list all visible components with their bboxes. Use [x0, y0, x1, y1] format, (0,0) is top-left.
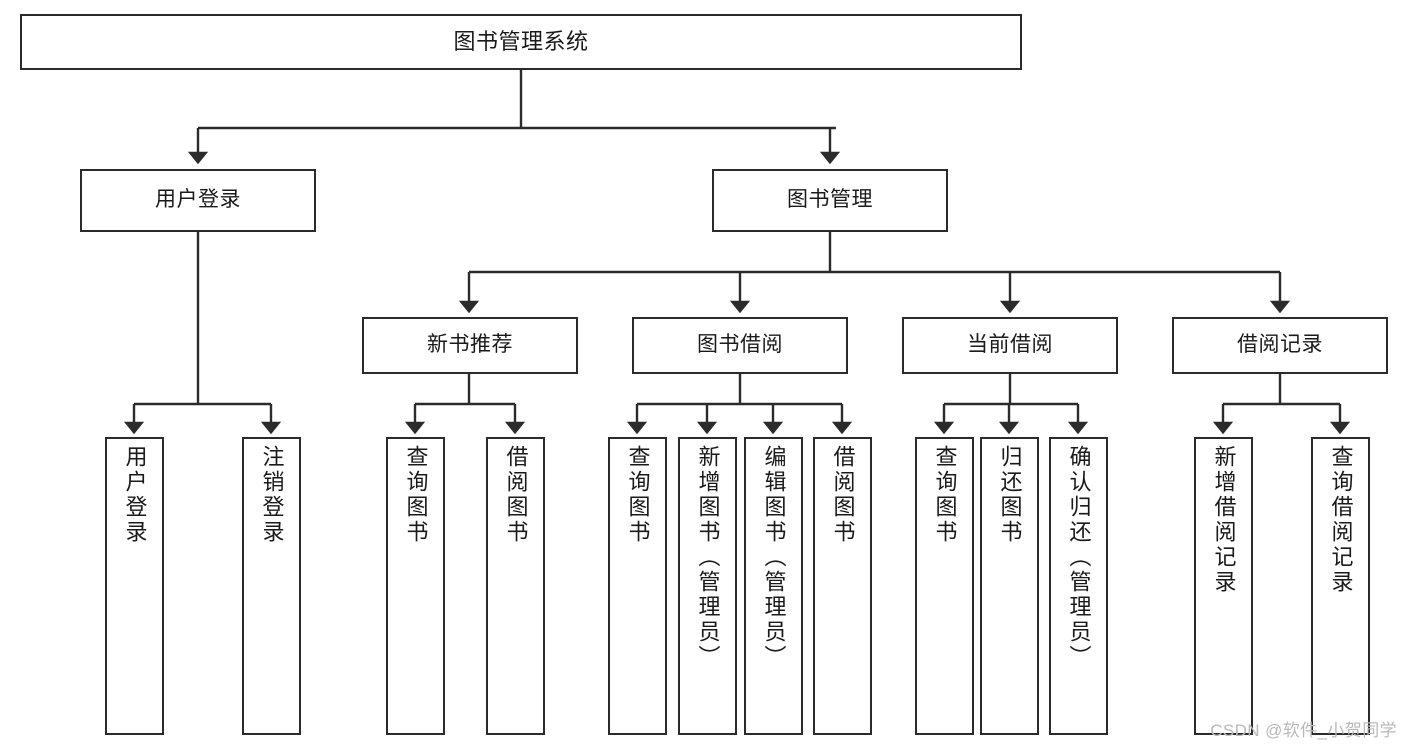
node-label: 借阅图书 — [830, 445, 856, 545]
leaf-user-login[interactable]: 用户登录 — [105, 437, 164, 735]
node-label: 图书管理系统 — [453, 29, 589, 55]
node-user-login[interactable]: 用户登录 — [80, 169, 316, 232]
node-label: 图书借阅 — [697, 333, 783, 357]
leaf-edit-book-admin[interactable]: 编辑图书（管理员） — [744, 437, 803, 735]
node-label: 确认归还（管理员） — [1066, 445, 1092, 670]
leaf-add-borrow-record[interactable]: 新增借阅记录 — [1194, 437, 1253, 735]
node-book-management[interactable]: 图书管理 — [712, 169, 948, 232]
leaf-borrow-book[interactable]: 借阅图书 — [813, 437, 872, 735]
node-label: 借阅图书 — [503, 445, 529, 545]
node-new-book-recommendation[interactable]: 新书推荐 — [362, 317, 578, 374]
node-label: 借阅记录 — [1237, 333, 1323, 357]
node-current-borrow[interactable]: 当前借阅 — [902, 317, 1118, 374]
leaf-query-borrow-record[interactable]: 查询借阅记录 — [1311, 437, 1370, 735]
node-borrow-record[interactable]: 借阅记录 — [1172, 317, 1388, 374]
node-label: 查询借阅记录 — [1328, 445, 1354, 595]
node-label: 图书管理 — [787, 188, 873, 212]
leaf-borrow-query-book[interactable]: 查询图书 — [608, 437, 667, 735]
node-label: 用户登录 — [122, 445, 148, 545]
node-label: 当前借阅 — [967, 333, 1053, 357]
leaf-confirm-return-admin[interactable]: 确认归还（管理员） — [1049, 437, 1108, 735]
leaf-recommend-query-book[interactable]: 查询图书 — [386, 437, 445, 735]
node-root-book-management-system[interactable]: 图书管理系统 — [20, 14, 1022, 70]
node-label: 新书推荐 — [427, 333, 513, 357]
node-label: 注销登录 — [259, 445, 285, 545]
node-label: 查询图书 — [403, 445, 429, 545]
node-book-borrow[interactable]: 图书借阅 — [632, 317, 848, 374]
node-label: 新增借阅记录 — [1211, 445, 1237, 595]
node-label: 新增图书（管理员） — [695, 445, 721, 670]
node-label: 归还图书 — [997, 445, 1023, 545]
leaf-add-book-admin[interactable]: 新增图书（管理员） — [678, 437, 737, 735]
leaf-recommend-borrow-book[interactable]: 借阅图书 — [486, 437, 545, 735]
node-label: 用户登录 — [155, 188, 241, 212]
node-label: 编辑图书（管理员） — [761, 445, 787, 670]
node-label: 查询图书 — [625, 445, 651, 545]
leaf-return-book[interactable]: 归还图书 — [980, 437, 1039, 735]
node-label: 查询图书 — [932, 445, 958, 545]
leaf-user-logout[interactable]: 注销登录 — [242, 437, 301, 735]
csdn-watermark: CSDN @软件_小贺同学 — [1210, 721, 1397, 740]
leaf-current-query-book[interactable]: 查询图书 — [915, 437, 974, 735]
